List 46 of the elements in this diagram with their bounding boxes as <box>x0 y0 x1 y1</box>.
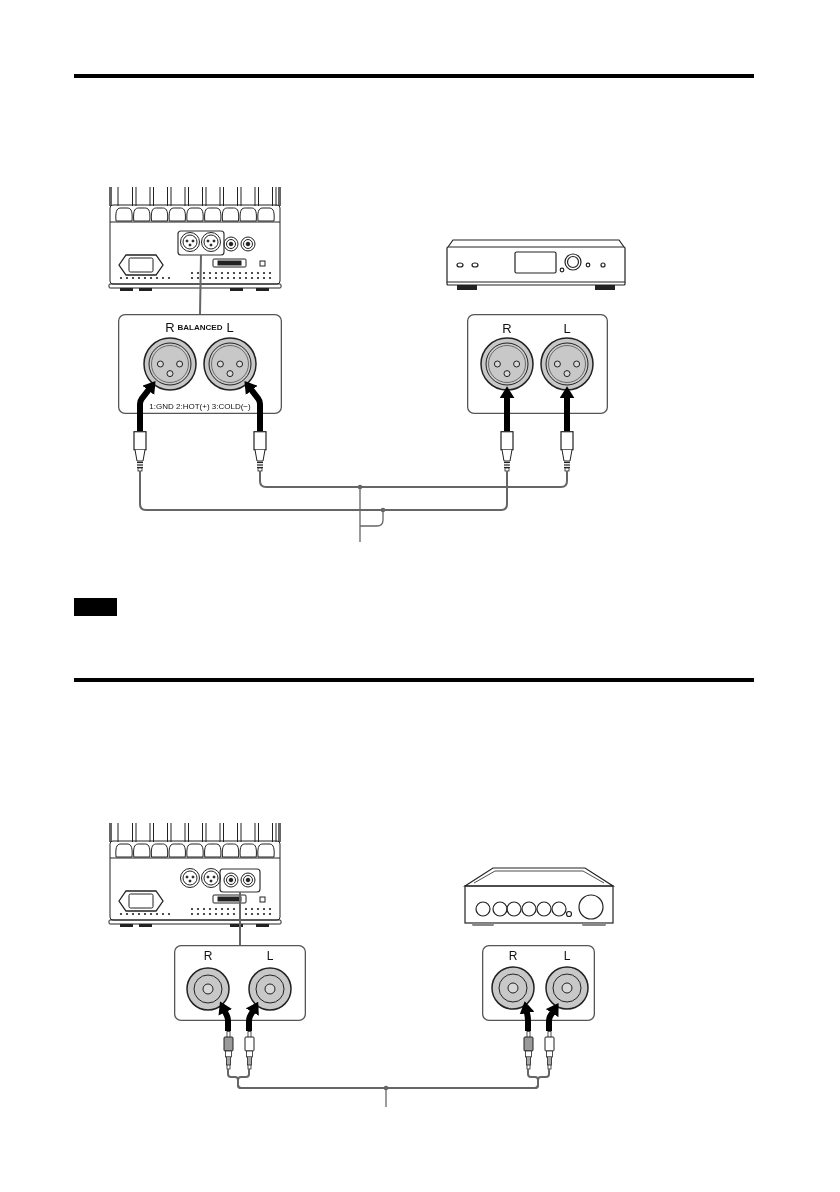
insertion-arrow <box>559 386 575 431</box>
cable <box>139 470 508 511</box>
insertion-arrow <box>499 386 515 431</box>
insertion-arrow <box>519 1001 535 1031</box>
xlr-plug <box>560 431 574 471</box>
xlr-socket <box>480 337 534 391</box>
rca-plug <box>243 1031 255 1069</box>
pin-assignment-label: 1:GND 2:HOT(+) 3:COLD(−) <box>149 402 251 411</box>
insertion-arrow <box>218 1001 232 1031</box>
jack-label: R <box>203 950 213 962</box>
insertion-arrow <box>245 1001 259 1031</box>
jack-panel <box>118 314 282 414</box>
highlight-frame <box>219 868 261 893</box>
jack-label: L <box>563 950 571 962</box>
jack-label: L <box>266 950 274 962</box>
amplifier-drawing <box>108 187 282 293</box>
amplifier-drawing <box>464 866 614 928</box>
jack-label: R <box>165 321 175 334</box>
leader-line <box>239 891 241 946</box>
rca-socket <box>186 967 230 1011</box>
insertion-arrow <box>244 380 263 431</box>
jack-label: L <box>563 322 571 335</box>
xlr-socket <box>143 337 197 391</box>
jack-label: R <box>508 950 518 962</box>
xlr-plug <box>133 431 147 471</box>
rca-plug <box>522 1031 534 1069</box>
insertion-arrow <box>545 1003 559 1031</box>
xlr-plug <box>500 431 514 471</box>
jack-label: R <box>502 322 512 335</box>
jack-panel <box>467 314 608 414</box>
xlr-socket <box>540 337 594 391</box>
highlight-frame <box>177 230 225 256</box>
rca-plug <box>543 1031 555 1069</box>
rca-plug <box>222 1031 234 1069</box>
panel-label: BALANCED <box>177 323 223 332</box>
jack-panel <box>174 945 306 1021</box>
insertion-arrow <box>137 380 156 431</box>
xlr-socket <box>203 337 257 391</box>
jack-panel <box>482 945 595 1021</box>
jack-label: L <box>226 321 234 334</box>
xlr-plug <box>253 431 267 471</box>
rca-socket <box>491 966 535 1010</box>
leader-line <box>199 254 202 315</box>
rca-socket <box>545 966 589 1010</box>
amplifier-drawing <box>108 823 282 929</box>
rca-socket <box>248 967 292 1011</box>
